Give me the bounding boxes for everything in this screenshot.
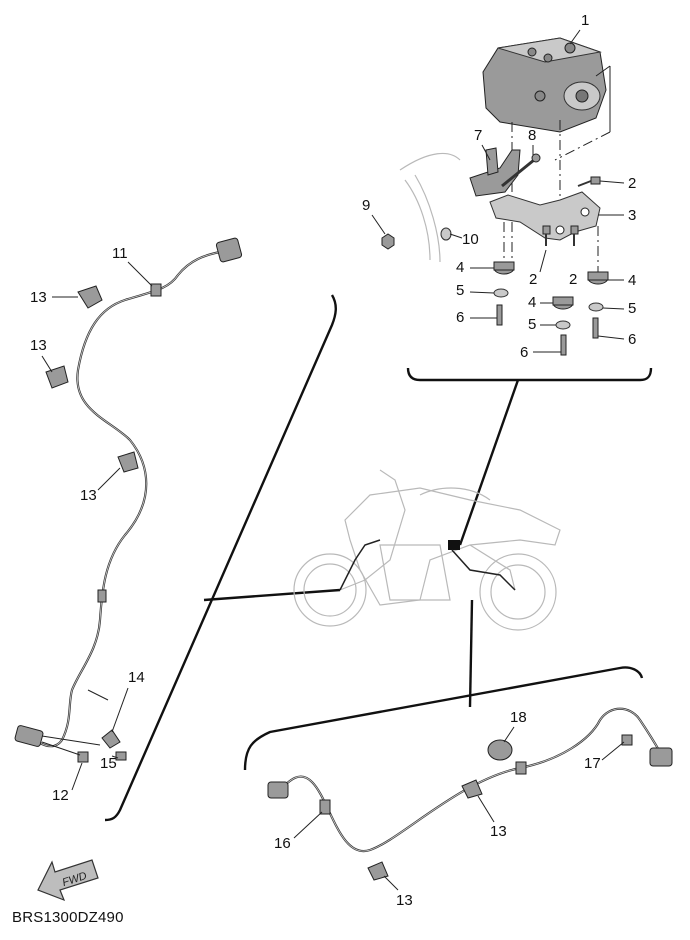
damper-stack-right (587, 271, 609, 339)
clip-13-front-1 (77, 285, 103, 309)
callout-labels: 1 2 2 2 3 4 4 4 5 5 5 6 6 6 7 8 9 10 11 (30, 12, 636, 909)
callout-14: 14 (128, 669, 145, 686)
abs-connector-line (458, 379, 520, 546)
callout-6: 6 (520, 344, 528, 361)
callout-6: 6 (456, 309, 464, 326)
callout-9: 9 (362, 197, 370, 214)
callout-2: 2 (569, 271, 577, 288)
motorcycle-outline (293, 469, 561, 631)
callout-8: 8 (528, 127, 536, 144)
callout-3: 3 (628, 207, 636, 224)
bolt-2-left (542, 225, 551, 246)
callout-13: 13 (30, 337, 47, 354)
callout-5: 5 (528, 316, 536, 333)
callout-18: 18 (510, 709, 527, 726)
callout-6: 6 (628, 331, 636, 348)
bolt-2-upper (577, 176, 601, 187)
rear-connector-line (468, 599, 474, 708)
callout-5: 5 (456, 282, 464, 299)
callout-13: 13 (396, 892, 413, 909)
callout-16: 16 (274, 835, 291, 852)
bolt-12 (77, 751, 89, 763)
callout-15: 15 (100, 755, 117, 772)
callout-4: 4 (628, 272, 636, 289)
front-wheel-sensor-harness (14, 237, 243, 748)
clip-13-front-3 (117, 451, 139, 473)
abs-stay-bracket (469, 147, 521, 197)
diagram-code: BRS1300DZ490 (12, 909, 124, 926)
rear-sensor-frame (243, 666, 644, 771)
callout-5: 5 (628, 300, 636, 317)
callout-1: 1 (581, 12, 589, 29)
rear-wheel-sensor-harness (267, 707, 673, 853)
callout-4: 4 (528, 294, 536, 311)
fwd-arrow-icon: FWD (37, 859, 99, 902)
bolt-2-right (570, 225, 579, 246)
callout-7: 7 (474, 127, 482, 144)
grommet-18 (487, 739, 513, 761)
clip-13-rear-2 (367, 861, 389, 881)
clip-13-rear-1 (461, 779, 483, 799)
callout-13: 13 (490, 823, 507, 840)
callout-10: 10 (462, 231, 479, 248)
clip-14 (101, 729, 121, 749)
collar-10 (440, 227, 452, 241)
callout-13: 13 (80, 487, 97, 504)
abs-group-frame (406, 367, 653, 382)
bolt-15 (115, 751, 127, 761)
nut-9 (381, 233, 395, 250)
callout-11: 11 (112, 245, 128, 262)
front-connector-line (203, 588, 341, 602)
bolt-8 (501, 153, 541, 188)
callout-2: 2 (628, 175, 636, 192)
callout-12: 12 (52, 787, 69, 804)
clip-13-front-2 (45, 365, 69, 389)
bolt-17 (621, 734, 633, 746)
damper-stack-middle (552, 296, 574, 356)
callout-2: 2 (529, 271, 537, 288)
callout-4: 4 (456, 259, 464, 276)
callout-13: 13 (30, 289, 47, 306)
front-sensor-frame (104, 294, 337, 822)
callout-17: 17 (584, 755, 601, 772)
damper-stack-left (493, 261, 515, 326)
abs-hydraulic-unit (482, 37, 607, 133)
